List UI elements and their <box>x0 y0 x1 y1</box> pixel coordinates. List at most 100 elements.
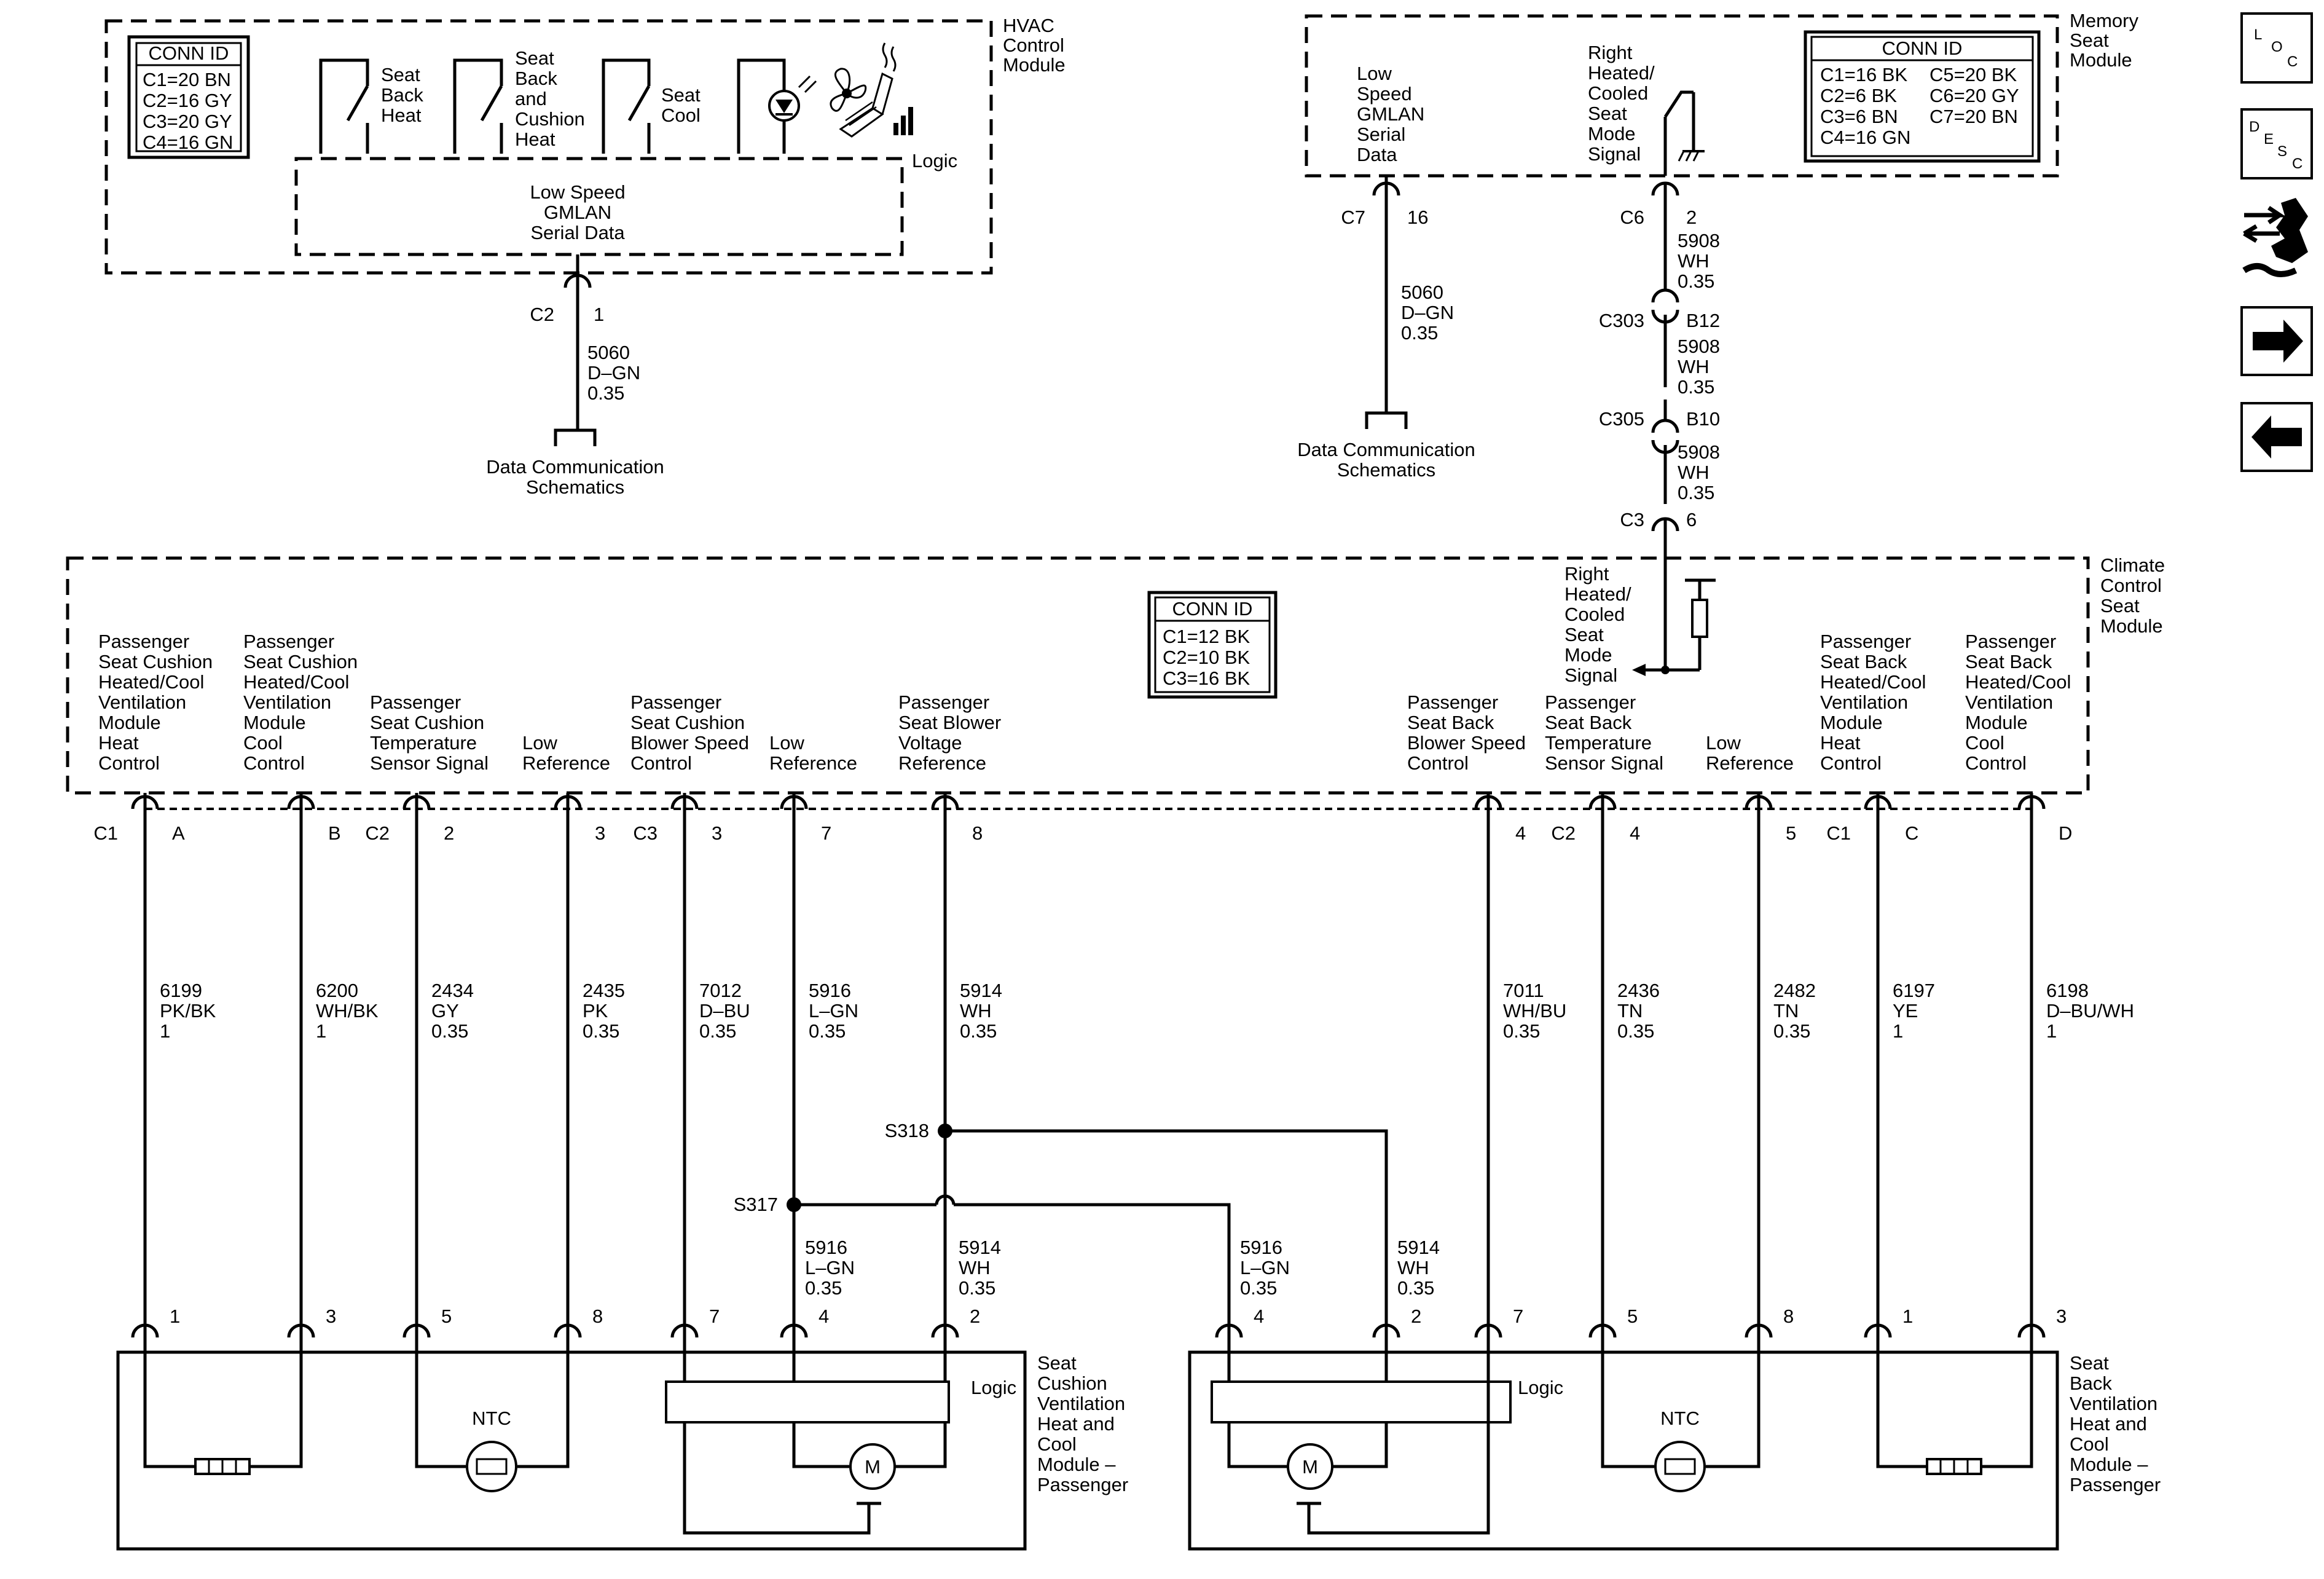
fan-icon <box>830 68 867 112</box>
ccsm-conn-3: C3=16 BK <box>1163 667 1250 689</box>
circuit-4-wire-3: 0.35 <box>583 1020 619 1042</box>
back-name-7: Passenger <box>2070 1474 2161 1495</box>
memory-wire-b2: WH <box>1678 356 1710 377</box>
xover-right1-1: 5916 <box>1240 1237 1282 1258</box>
seat-back-cushion-label-1: Seat <box>515 47 554 69</box>
memory-conn-title: CONN ID <box>1882 37 1963 59</box>
xover-left1-1: 5916 <box>805 1237 847 1258</box>
back-arrow-icon <box>2251 415 2302 459</box>
circuit-9-wire-1: 2436 <box>1617 980 1660 1001</box>
cushion-name-1: Seat <box>1037 1352 1077 1374</box>
memory-wire-b1: 5908 <box>1678 336 1720 357</box>
circuit-1-label-1: Passenger <box>98 631 189 652</box>
circuit-2-bottom-pin: 3 <box>326 1305 336 1327</box>
memory-dest-1[interactable]: Data Communication <box>1297 439 1475 460</box>
circuit-1-pin: A <box>172 822 185 844</box>
ccsm-signal-5: Mode <box>1564 644 1612 666</box>
circuit-10-bottom-pin: 8 <box>1783 1305 1794 1327</box>
memory-wire-a3: 0.35 <box>1678 270 1714 292</box>
circuit-4-bottom-pin: 8 <box>592 1305 603 1327</box>
circuit-3-wire-3: 0.35 <box>431 1020 468 1042</box>
circuit-11-conn: C1 <box>1826 822 1851 844</box>
circuit-1-label-5: Module <box>98 712 161 733</box>
seat-back-ventilation-module: Seat Back Ventilation Heat and Cool Modu… <box>1188 1350 2161 1551</box>
back-module-frame <box>1188 1350 2059 1551</box>
circuit-9-label-3: Temperature <box>1545 732 1652 754</box>
ccsm-conn-title: CONN ID <box>1172 598 1253 620</box>
location-button[interactable]: L O C <box>2240 12 2313 84</box>
memory-conn-r1: C5=20 BK <box>1929 64 2017 85</box>
circuit-4-wire-1: 2435 <box>583 980 625 1001</box>
hvac-wire-3: 0.35 <box>587 382 624 404</box>
circuit-10-wire-1: 2482 <box>1773 980 1816 1001</box>
circuit-12-bottom-pin: 3 <box>2056 1305 2067 1327</box>
seat-back-heat-switch: Seat Back Heat <box>319 58 423 154</box>
forward-button[interactable] <box>2240 306 2313 376</box>
circuit-11-label-5: Module <box>1820 712 1883 733</box>
circuit-9-label-1: Passenger <box>1545 691 1636 713</box>
circuit-8-label-2: Seat Back <box>1407 712 1494 733</box>
seat-back-cushion-label-4: Cushion <box>515 108 585 130</box>
back-name-5: Cool <box>2070 1433 2109 1455</box>
circuit-4-label-1: Low <box>522 732 557 754</box>
circuit-8-wire-3: 0.35 <box>1503 1020 1540 1042</box>
circuit-8-bottom-pin: 7 <box>1513 1305 1523 1327</box>
hvac-gmlan-1: Low Speed <box>530 181 625 203</box>
hvac-dest-1[interactable]: Data Communication <box>486 456 664 478</box>
circuit-3-bottom-pin: 5 <box>441 1305 452 1327</box>
memory-signal-5: Mode <box>1588 123 1636 144</box>
back-button[interactable] <box>2240 402 2313 472</box>
circuit-12-bottom-connector <box>2017 1323 2046 1338</box>
seat-cool-label-2: Cool <box>661 104 701 126</box>
memory-wire-c3: 0.35 <box>1678 482 1714 503</box>
memory-conn-r3: C7=20 BN <box>1929 106 2018 127</box>
circuit-10-label-1: Low <box>1706 732 1741 754</box>
memory-seat-module: Memory Seat Module Low Speed GMLAN Seria… <box>1297 10 2138 558</box>
circuit-5-bottom-connector <box>670 1323 699 1338</box>
memory-wire-a2: WH <box>1678 250 1710 272</box>
hvac-dest-2[interactable]: Schematics <box>526 476 624 498</box>
memory-conn-r2: C6=20 GY <box>1929 85 2019 106</box>
cushion-logic-label: Logic <box>971 1377 1016 1398</box>
circuit-7-bottom-pin: 2 <box>970 1305 980 1327</box>
ccsm-signal-1: Right <box>1564 563 1609 585</box>
xover-right2-1: 5914 <box>1397 1237 1440 1258</box>
back-heater-element <box>1876 1352 2033 1475</box>
memory-name-2: Seat <box>2070 30 2109 51</box>
memory-dest-2[interactable]: Schematics <box>1337 459 1435 481</box>
seat-cushion-ventilation-module: Seat Cushion Ventilation Heat and Cool M… <box>116 1350 1128 1551</box>
back-ntc-sensor: NTC <box>1601 1352 1761 1492</box>
circuit-8-label-1: Passenger <box>1407 691 1498 713</box>
circuit-6-label-2: Reference <box>769 752 857 774</box>
memory-wire-l2: D–GN <box>1401 302 1454 323</box>
loc-letter-2: O <box>2271 39 2283 55</box>
circuit-8-label-4: Control <box>1407 752 1469 774</box>
hvac-conn-id-title: CONN ID <box>149 42 229 64</box>
hvac-module-frame <box>104 19 993 275</box>
splice-wiring: S318 S317 5916 L–GN 0.35 5914 WH 0.35 59… <box>734 1120 1440 1352</box>
memory-ground-tee <box>1365 411 1408 429</box>
circuit-6-label-1: Low <box>769 732 804 754</box>
xover-left1-3: 0.35 <box>805 1277 842 1299</box>
back-module-pin2-label: 2 <box>1411 1305 1421 1327</box>
ccsm-name-4: Module <box>2100 615 2163 637</box>
circuit-7-wire-3: 0.35 <box>960 1020 997 1042</box>
xover-right1-3: 0.35 <box>1240 1277 1277 1299</box>
splice-s318-label: S318 <box>885 1120 929 1141</box>
circuit-2-label-1: Passenger <box>243 631 334 652</box>
circuit-4-pin: 3 <box>595 822 605 844</box>
back-name-6: Module – <box>2070 1454 2148 1475</box>
description-button[interactable]: D E S C <box>2240 108 2313 179</box>
circuit-9-wire-3: 0.35 <box>1617 1020 1654 1042</box>
c303-pin: B12 <box>1686 310 1720 331</box>
circuit-9-bottom-pin: 5 <box>1627 1305 1638 1327</box>
memory-conn-l1: C1=16 BK <box>1820 64 1908 85</box>
bar-level-icon <box>893 107 913 135</box>
ccsm-signal-6: Signal <box>1564 664 1617 686</box>
xover-right2-2: WH <box>1397 1257 1429 1278</box>
hvac-conn-line-4: C4=16 GN <box>143 132 233 153</box>
circuit-2-wire-1: 6200 <box>316 980 358 1001</box>
connector-icon[interactable] <box>2242 198 2308 277</box>
c303-label: C303 <box>1599 310 1644 331</box>
